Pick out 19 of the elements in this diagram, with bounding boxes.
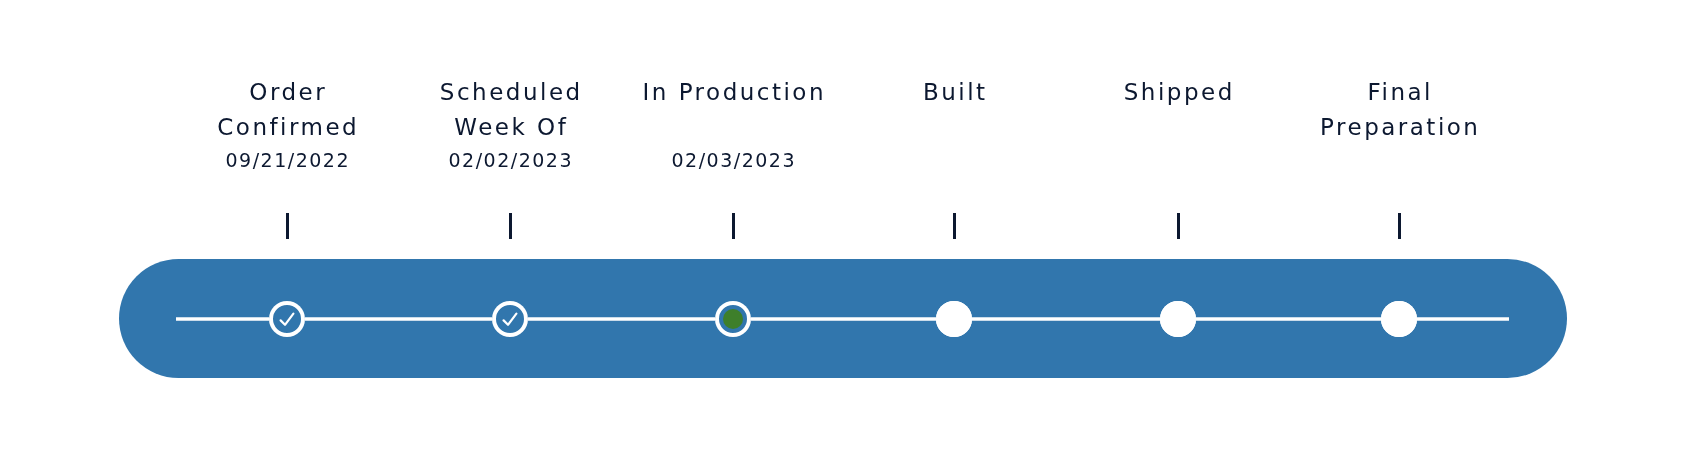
connector-line xyxy=(305,317,492,321)
connector-line xyxy=(1196,317,1381,321)
step-title: Shipped xyxy=(1122,78,1235,107)
step-title: Scheduled Week Of xyxy=(438,78,584,142)
step-circle xyxy=(1160,301,1196,337)
connector-line xyxy=(751,317,936,321)
step-title: Final Preparation xyxy=(1319,78,1482,142)
step-circle xyxy=(936,301,972,337)
step-date: 02/02/2023 xyxy=(447,148,573,173)
connector-line xyxy=(972,317,1160,321)
step-title: In Production xyxy=(641,78,826,107)
connector-line xyxy=(528,317,715,321)
step-circle xyxy=(1381,301,1417,337)
step-title: Built xyxy=(921,78,988,107)
connector-line xyxy=(1417,317,1509,321)
connector-line xyxy=(176,317,269,321)
step-date: 09/21/2022 xyxy=(224,148,350,173)
step-date: 02/03/2023 xyxy=(670,148,796,173)
step-title: Order Confirmed xyxy=(216,78,361,142)
